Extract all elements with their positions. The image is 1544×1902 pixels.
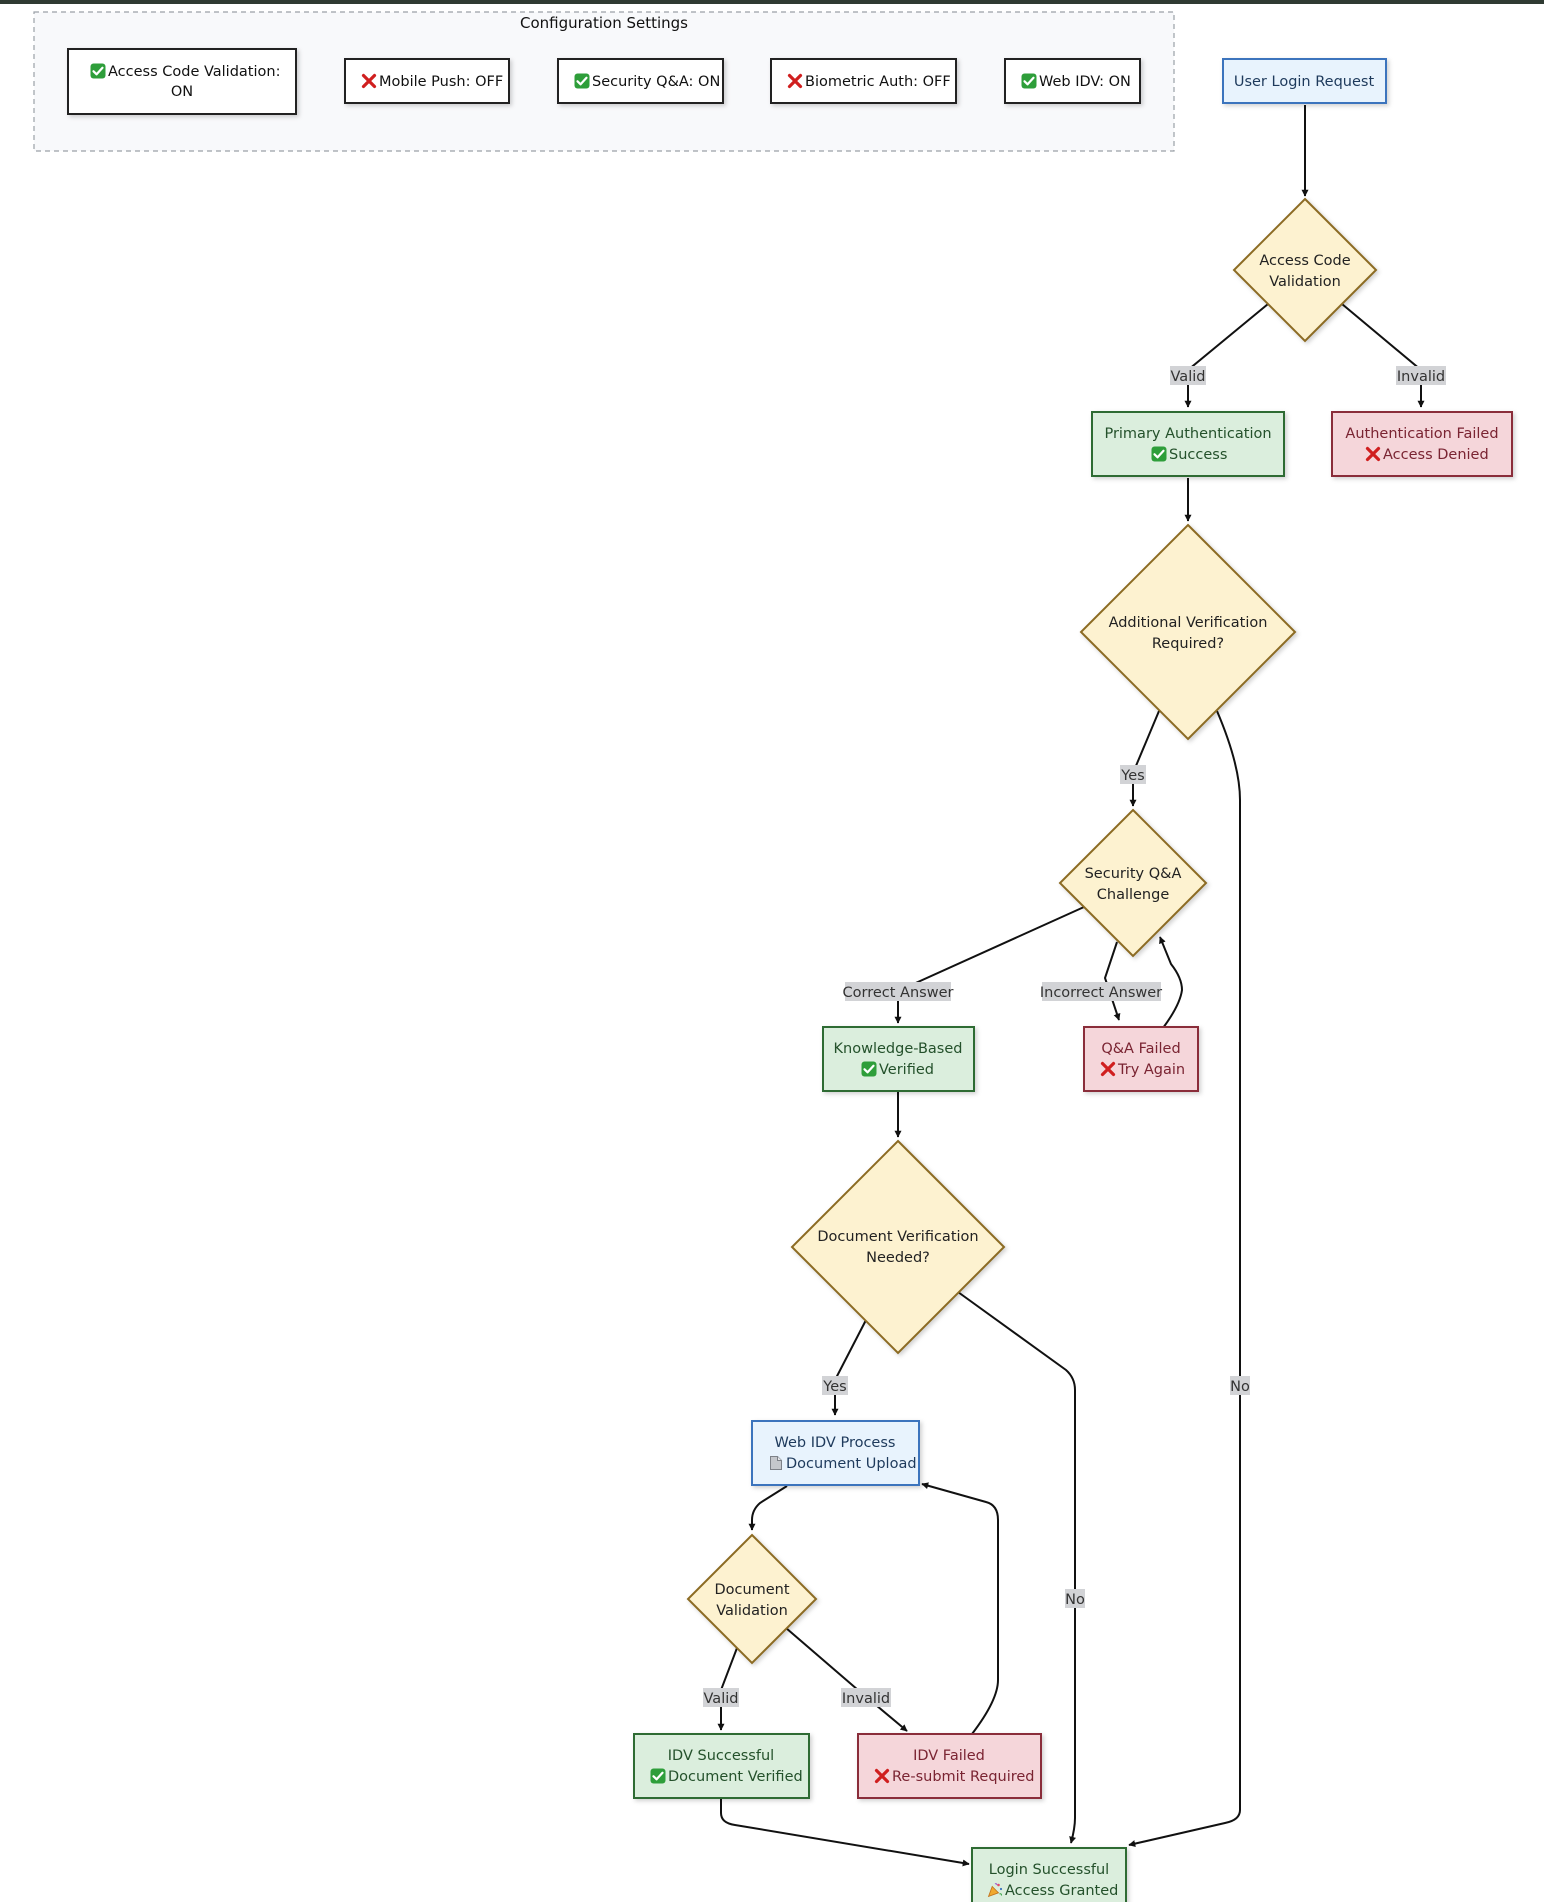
svg-text:Authentication Failed: Authentication Failed — [1345, 426, 1498, 442]
svg-text:Required?: Required? — [1152, 636, 1224, 652]
svg-text:Try Again: Try Again — [1117, 1062, 1185, 1078]
check-icon — [1151, 446, 1167, 462]
node-access-code-validation: Access Code Validation — [1232, 197, 1378, 343]
svg-text:Incorrect Answer: Incorrect Answer — [1040, 985, 1162, 1001]
edge-label-no-1: No — [1230, 1376, 1250, 1395]
edge-label-invalid-2: Invalid — [841, 1688, 891, 1707]
svg-text:IDV Successful: IDV Successful — [668, 1748, 774, 1764]
svg-text:Correct Answer: Correct Answer — [843, 985, 954, 1001]
svg-text:Web IDV Process: Web IDV Process — [775, 1435, 896, 1451]
edge-label-yes-2: Yes — [822, 1376, 848, 1395]
top-bar — [0, 0, 1544, 4]
svg-text:Knowledge-Based: Knowledge-Based — [834, 1041, 963, 1057]
svg-text:No: No — [1065, 1592, 1085, 1608]
node-knowledge-based-verified: Knowledge-Based Verified — [822, 1026, 975, 1092]
edge-label-invalid-1: Invalid — [1396, 366, 1446, 385]
edge-qa-correct — [894, 906, 1085, 1024]
edge-idv-to-validation — [748, 1485, 788, 1531]
edge-additional-no — [1128, 710, 1241, 1848]
check-icon — [1021, 73, 1037, 89]
edge-qa-retry — [1159, 936, 1184, 1029]
config-item-mobile-push: Mobile Push: OFF — [344, 58, 510, 104]
node-login-successful: Login Successful Access Granted — [971, 1847, 1127, 1902]
svg-text:Yes: Yes — [822, 1379, 846, 1395]
svg-text:No: No — [1230, 1379, 1250, 1395]
check-icon — [90, 63, 106, 79]
svg-text:Access Denied: Access Denied — [1383, 447, 1489, 463]
svg-text:Needed?: Needed? — [866, 1250, 930, 1266]
node-document-validation: Document Validation — [686, 1533, 818, 1665]
node-idv-failed: IDV Failed Re-submit Required — [857, 1733, 1042, 1799]
svg-text:Invalid: Invalid — [842, 1691, 890, 1707]
svg-text:Valid: Valid — [1171, 369, 1206, 385]
node-document-verification-needed: Document Verification Needed? — [790, 1139, 1006, 1355]
svg-text:Validation: Validation — [716, 1603, 788, 1619]
config-item-web-idv: Web IDV: ON — [1004, 58, 1141, 104]
svg-text:Biometric Auth: OFF: Biometric Auth: OFF — [805, 74, 951, 90]
svg-text:User Login Request: User Login Request — [1234, 74, 1375, 90]
edge-validation-invalid — [785, 1627, 908, 1732]
svg-text:ON: ON — [171, 84, 193, 100]
config-item-access-code: Access Code Validation: ON — [67, 48, 297, 115]
edge-label-yes-1: Yes — [1120, 765, 1146, 784]
edge-additional-yes — [1129, 710, 1160, 807]
config-settings-title: Configuration Settings — [520, 14, 688, 32]
svg-text:Valid: Valid — [704, 1691, 739, 1707]
svg-text:Access Code: Access Code — [1259, 253, 1350, 269]
svg-text:Q&A Failed: Q&A Failed — [1101, 1041, 1180, 1057]
svg-text:Invalid: Invalid — [1397, 369, 1445, 385]
check-icon — [861, 1061, 877, 1077]
svg-text:Web IDV: ON: Web IDV: ON — [1039, 74, 1131, 90]
svg-text:Login Successful: Login Successful — [989, 1862, 1109, 1878]
config-item-security-qa: Security Q&A: ON — [557, 58, 724, 104]
edge-access-valid — [1184, 303, 1269, 408]
svg-text:Access Granted: Access Granted — [1005, 1883, 1118, 1899]
node-idv-successful: IDV Successful Document Verified — [633, 1733, 810, 1799]
edge-access-invalid — [1341, 303, 1425, 408]
svg-text:Validation: Validation — [1269, 274, 1341, 290]
svg-text:Verified: Verified — [879, 1062, 934, 1078]
edge-idv-failed-resubmit — [921, 1482, 999, 1735]
config-item-biometric-auth: Biometric Auth: OFF — [770, 58, 957, 104]
edge-label-incorrect-answer: Incorrect Answer — [1040, 982, 1162, 1001]
edge-document-yes — [831, 1319, 867, 1416]
edge-label-valid-1: Valid — [1170, 366, 1206, 385]
edge-label-valid-2: Valid — [703, 1688, 739, 1707]
svg-text:Re-submit Required: Re-submit Required — [892, 1769, 1035, 1785]
edge-qa-incorrect — [1103, 941, 1121, 1021]
check-icon — [574, 73, 590, 89]
node-web-idv-process: Web IDV Process Document Upload — [751, 1420, 920, 1486]
svg-text:Success: Success — [1169, 447, 1227, 463]
svg-text:Security Q&A: Security Q&A — [1085, 866, 1182, 882]
document-icon — [770, 1456, 782, 1470]
svg-text:Challenge: Challenge — [1097, 887, 1170, 903]
node-additional-verification: Additional Verification Required? — [1079, 523, 1297, 741]
node-authentication-failed: Authentication Failed Access Denied — [1331, 411, 1513, 477]
node-qa-failed: Q&A Failed Try Again — [1083, 1026, 1199, 1092]
edge-label-correct-answer: Correct Answer — [843, 982, 954, 1001]
node-primary-authentication: Primary Authentication Success — [1091, 411, 1285, 477]
edge-idv-success-to-login — [720, 1798, 970, 1867]
svg-text:Security Q&A: ON: Security Q&A: ON — [592, 74, 720, 90]
svg-text:Additional Verification: Additional Verification — [1109, 615, 1268, 631]
svg-text:Document Verified: Document Verified — [668, 1769, 803, 1785]
svg-text:Primary Authentication: Primary Authentication — [1104, 426, 1271, 442]
edge-label-no-2: No — [1065, 1589, 1085, 1608]
svg-text:Document: Document — [714, 1582, 789, 1598]
node-user-login-request: User Login Request — [1222, 58, 1387, 104]
svg-text:Document Upload: Document Upload — [786, 1456, 917, 1472]
edge-document-no — [957, 1291, 1077, 1844]
node-security-qa-challenge: Security Q&A Challenge — [1058, 808, 1208, 958]
svg-text:Access Code Validation:: Access Code Validation: — [108, 64, 280, 80]
svg-text:IDV Failed: IDV Failed — [913, 1748, 985, 1764]
svg-text:Document Verification: Document Verification — [817, 1229, 978, 1245]
svg-text:Mobile Push: OFF: Mobile Push: OFF — [379, 74, 503, 90]
check-icon — [650, 1768, 666, 1784]
svg-text:Yes: Yes — [1120, 768, 1144, 784]
